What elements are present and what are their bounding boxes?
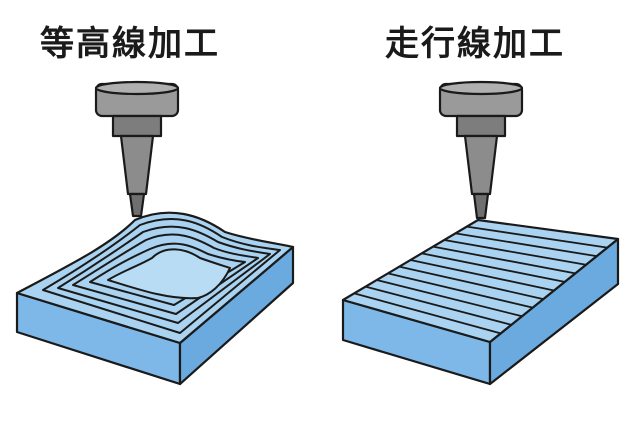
scan-line bbox=[466, 225, 608, 249]
tool-tip bbox=[128, 192, 146, 218]
scan-line bbox=[410, 259, 555, 292]
contour-workpiece bbox=[15, 211, 295, 386]
tool-shank bbox=[463, 134, 499, 196]
tool-shank bbox=[119, 134, 155, 196]
contour-end-mill bbox=[94, 80, 180, 218]
scan-line bbox=[376, 279, 523, 318]
scan-line bbox=[365, 285, 512, 326]
contour-toolpaths bbox=[42, 218, 281, 334]
scan-toolpaths bbox=[354, 225, 608, 335]
scan-line bbox=[354, 292, 501, 335]
scan-line bbox=[387, 272, 533, 309]
tool-tip bbox=[472, 192, 490, 220]
scan-line bbox=[399, 265, 544, 300]
scan-line-machining-title: 走行線加工 bbox=[385, 24, 565, 64]
contour-machining-title: 等高線加工 bbox=[40, 24, 220, 64]
scan-workpiece bbox=[341, 218, 620, 386]
scan-line bbox=[421, 252, 565, 283]
collet bbox=[455, 114, 507, 138]
scan-line bbox=[455, 232, 597, 258]
scan-line bbox=[444, 239, 587, 266]
scan-line bbox=[432, 245, 576, 275]
collet bbox=[111, 114, 163, 138]
scan-end-mill bbox=[438, 80, 524, 220]
